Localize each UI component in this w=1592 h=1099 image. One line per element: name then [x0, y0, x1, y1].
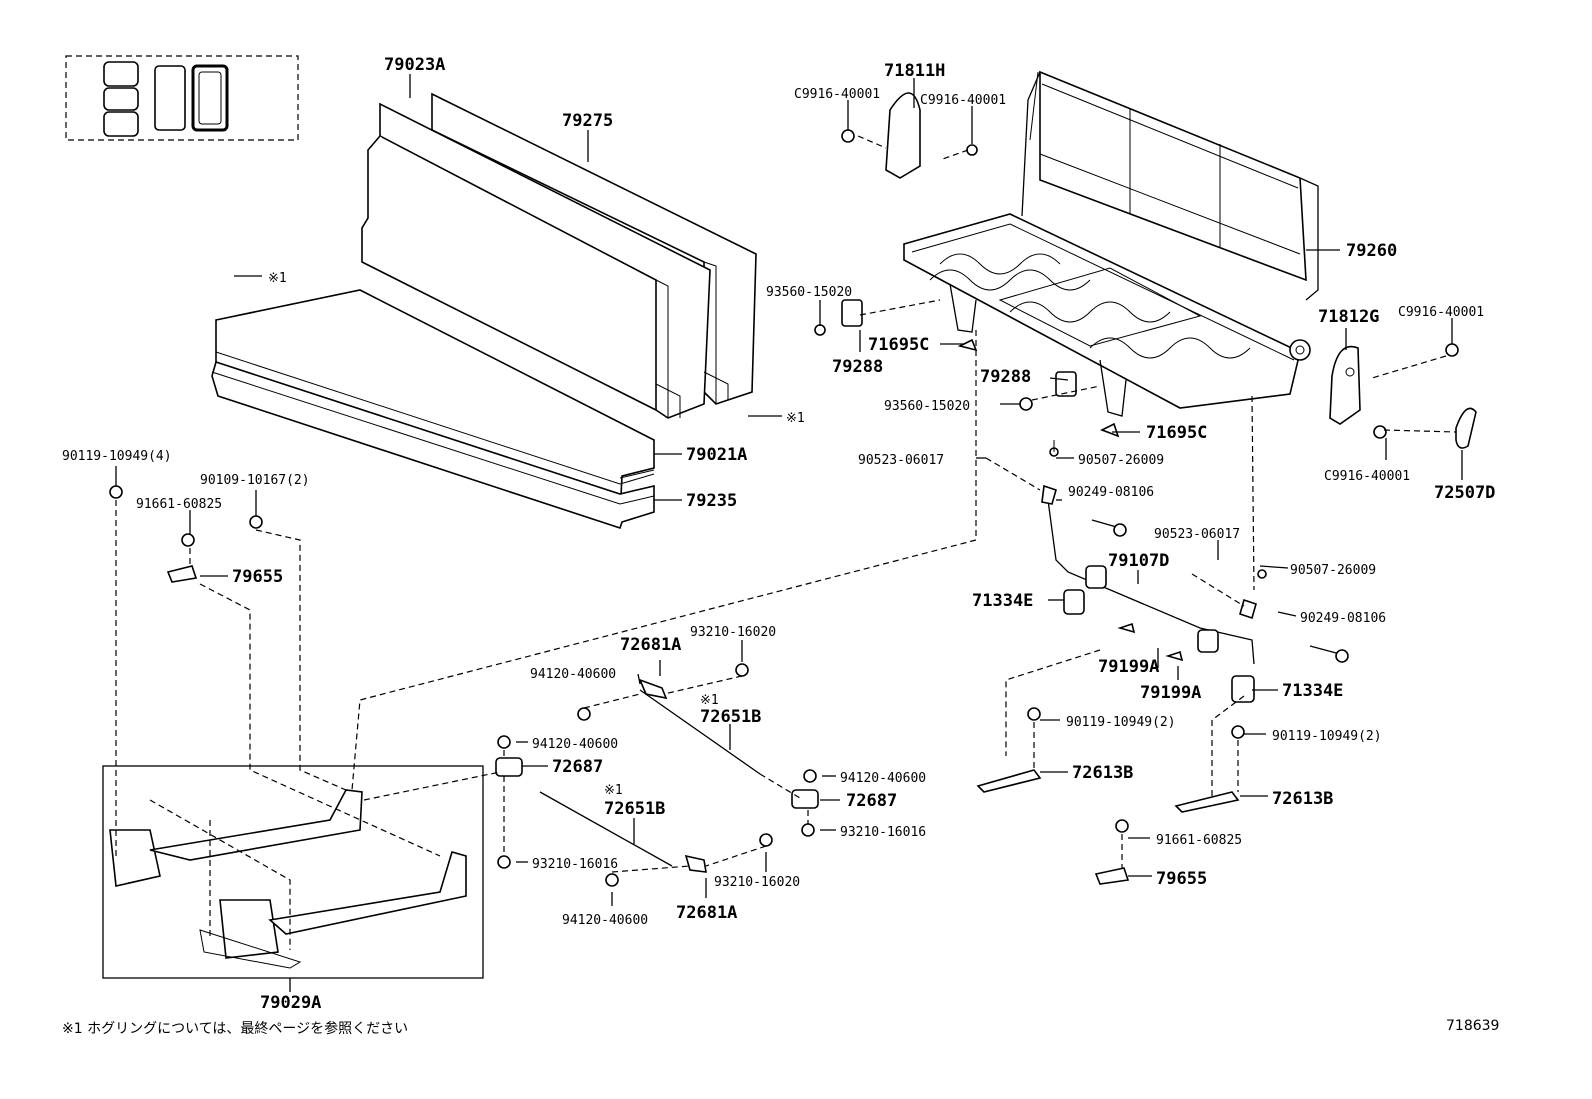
part-labels: 79023A 79275 71811H C9916-40001 C9916-40… [62, 55, 1499, 1037]
label-72687: 72687 [552, 757, 603, 777]
release-rod-assembly [1041, 484, 1257, 703]
label-ref-1: ※1 [604, 783, 623, 798]
label-ref-1: ※1 [268, 271, 287, 286]
label-93210-16020: 93210-16020 [690, 625, 776, 640]
label-79199A: 79199A [1098, 657, 1159, 677]
label-72613B: 72613B [1272, 789, 1333, 809]
label-94120-40600: 94120-40600 [532, 737, 618, 752]
label-90523-06017: 90523-06017 [1154, 527, 1240, 542]
seat-position-inset [65, 55, 299, 141]
label-71811H: 71811H [884, 61, 945, 81]
label-91661-60825: 91661-60825 [136, 497, 222, 512]
label-93210-16016: 93210-16016 [532, 857, 618, 872]
label-72651B: 72651B [700, 707, 761, 727]
label-90507-26009: 90507-26009 [1078, 453, 1164, 468]
seat-track-box [102, 765, 484, 979]
label-ref-1: ※1 [786, 411, 805, 426]
label-94120-40600: 94120-40600 [562, 913, 648, 928]
seat-cushion [211, 289, 655, 530]
figure-id: 718639 [1446, 1018, 1499, 1034]
label-94120-40600: 94120-40600 [840, 771, 926, 786]
leader-lines-solid [115, 74, 1463, 992]
seat-back-cushion [361, 92, 757, 419]
label-79199A: 79199A [1140, 683, 1201, 703]
label-79235: 79235 [686, 491, 737, 511]
label-93210-16016: 93210-16016 [840, 825, 926, 840]
label-C9916-40001: C9916-40001 [920, 93, 1006, 108]
label-90507-26009: 90507-26009 [1290, 563, 1376, 578]
label-71812G: 71812G [1318, 307, 1379, 327]
label-90119-10949-4: 90119-10949(4) [62, 449, 172, 464]
label-79655: 79655 [1156, 869, 1207, 889]
label-79275: 79275 [562, 111, 613, 131]
label-ref-1: ※1 [700, 693, 719, 708]
label-72613B: 72613B [1072, 763, 1133, 783]
label-C9916-40001: C9916-40001 [1324, 469, 1410, 484]
label-79655: 79655 [232, 567, 283, 587]
label-79021A: 79021A [686, 445, 747, 465]
label-71695C: 71695C [868, 335, 929, 355]
label-90249-08106: 90249-08106 [1068, 485, 1154, 500]
label-93560-15020: 93560-15020 [766, 285, 852, 300]
label-71334E: 71334E [972, 591, 1033, 611]
label-72681A: 72681A [620, 635, 681, 655]
label-90119-10949-2: 90119-10949(2) [1272, 729, 1382, 744]
label-79107D: 79107D [1108, 551, 1169, 571]
cables-brackets [495, 678, 1240, 873]
label-90119-10949-2: 90119-10949(2) [1066, 715, 1176, 730]
label-72507D: 72507D [1434, 483, 1495, 503]
label-94120-40600: 94120-40600 [530, 667, 616, 682]
label-91661-60825: 91661-60825 [1156, 833, 1242, 848]
label-93560-15020: 93560-15020 [884, 399, 970, 414]
label-72687: 72687 [846, 791, 897, 811]
label-79288: 79288 [832, 357, 883, 377]
label-79029A: 79029A [260, 993, 321, 1013]
label-79288: 79288 [980, 367, 1031, 387]
footnote: ※1 ホグリングについては、最終ページを参照ください [62, 1020, 408, 1037]
label-90109-10167-2: 90109-10167(2) [200, 473, 310, 488]
label-79260: 79260 [1346, 241, 1397, 261]
label-90523-06017: 90523-06017 [858, 453, 944, 468]
label-79023A: 79023A [384, 55, 445, 75]
label-72681A: 72681A [676, 903, 737, 923]
seat-frame [903, 70, 1319, 417]
label-93210-16020: 93210-16020 [714, 875, 800, 890]
leader-lines-dashed [115, 135, 1457, 950]
label-72651B: 72651B [604, 799, 665, 819]
label-71695C: 71695C [1146, 423, 1207, 443]
label-71334E: 71334E [1282, 681, 1343, 701]
label-C9916-40001: C9916-40001 [794, 87, 880, 102]
hinge-cover [885, 92, 1477, 449]
label-90249-08106: 90249-08106 [1300, 611, 1386, 626]
label-C9916-40001: C9916-40001 [1398, 305, 1484, 320]
